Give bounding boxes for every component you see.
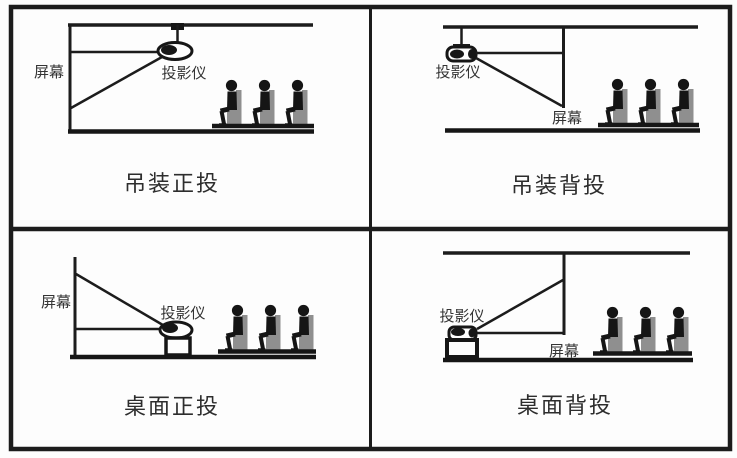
seated-person-icon <box>225 305 248 352</box>
audience <box>218 305 316 352</box>
projection-beam-top <box>476 278 564 331</box>
seated-person-icon <box>605 79 628 126</box>
quadrant-caption: 吊装背投 <box>511 173 607 198</box>
quadrant-ceiling-rear: 投影仪 屏幕 吊装背投 <box>435 25 700 198</box>
projector-table <box>164 336 192 357</box>
seated-person-icon <box>671 79 694 126</box>
projector-label: 投影仪 <box>161 65 206 82</box>
seated-person-icon <box>600 307 623 354</box>
seated-person-icon <box>285 80 308 127</box>
quadrant-caption: 桌面正投 <box>124 394 220 419</box>
projector-icon <box>156 41 194 61</box>
projector-label: 投影仪 <box>160 305 205 322</box>
projection-beam-bottom <box>475 56 563 108</box>
screen-label: 屏幕 <box>41 294 71 311</box>
seated-person-icon <box>252 80 275 127</box>
projection-beam-top <box>75 272 169 330</box>
seated-person-icon <box>219 80 242 127</box>
projection-beam-bottom <box>70 55 163 110</box>
seated-person-icon <box>258 305 281 352</box>
projector-label: 投影仪 <box>435 64 480 81</box>
quadrant-desktop-front: 屏幕 投影仪 桌面正投 <box>41 257 316 419</box>
seated-person-icon <box>666 307 689 354</box>
seated-person-icon <box>633 307 656 354</box>
quadrant-caption: 桌面背投 <box>517 393 613 418</box>
screen-label: 屏幕 <box>34 64 64 81</box>
quadrant-ceiling-front: 屏幕 投影仪 吊装正投 <box>34 23 314 196</box>
audience <box>212 80 314 127</box>
projector-icon <box>158 320 194 340</box>
quadrant-desktop-rear: 投影仪 屏幕 桌面背投 <box>439 251 693 418</box>
projector-icon <box>447 325 478 342</box>
projector-label: 投影仪 <box>439 308 484 325</box>
audience <box>593 307 692 354</box>
seated-person-icon <box>638 79 661 126</box>
screen-label: 屏幕 <box>549 343 579 360</box>
seated-person-icon <box>291 305 314 352</box>
audience <box>598 79 699 126</box>
quadrant-caption: 吊装正投 <box>124 171 220 196</box>
projector-icon <box>445 45 478 63</box>
screen-label: 屏幕 <box>552 110 582 127</box>
frame <box>8 4 733 452</box>
projector-table <box>445 338 479 359</box>
